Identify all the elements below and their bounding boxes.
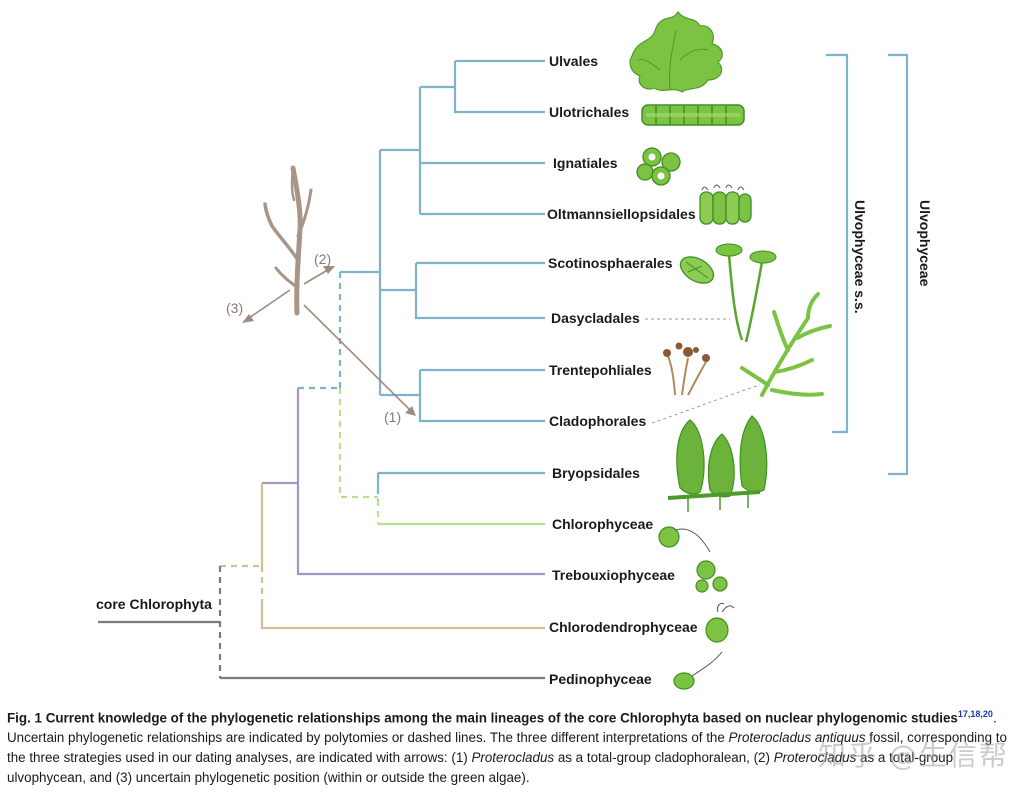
caption-genus-1: Proterocladus antiquus: [728, 730, 866, 746]
trebouxiophyceae-branches: [262, 388, 545, 576]
figure-caption: Fig. 1 Current knowledge of the phylogen…: [7, 704, 1022, 788]
taxon-label-bryopsidales: Bryopsidales: [552, 465, 640, 481]
taxon-label-chlorodendrophyceae: Chlorodendrophyceae: [549, 619, 698, 635]
caption-genus-3: Proterocladus: [773, 750, 857, 766]
proterocladus-fossil-illustration: [263, 165, 313, 316]
phylogeny-tree: Ulvales Ulotrichales Ignatiales Oltmanns…: [96, 10, 933, 690]
taxon-label-scotinosphaerales: Scotinosphaerales: [548, 255, 673, 271]
chlorophyceae-illustration: [658, 526, 711, 553]
pedinophyceae-branches: [98, 620, 545, 680]
arrow-label-3: (3): [226, 300, 243, 316]
bracket-label-ulvophyceae-ss: Ulvophyceae s.s.: [852, 200, 868, 314]
root-label: core Chlorophyta: [96, 596, 212, 612]
chlorodendrophyceae-dashed: [220, 564, 264, 600]
illustration-guides: [645, 318, 761, 424]
arrow-label-2: (2): [314, 251, 331, 267]
bracket-label-ulvophyceae: Ulvophyceae: [917, 200, 933, 287]
chlorodendrophyceae-illustration: [705, 603, 735, 643]
chlorodendrophyceae-branches: [260, 483, 545, 630]
ulvales-illustration: [629, 10, 723, 93]
taxon-label-pedinophyceae: Pedinophyceae: [549, 671, 652, 687]
caption-references: 17,18,20: [957, 709, 993, 719]
taxon-label-trentepohliales: Trentepohliales: [549, 362, 652, 378]
oltmannsiellopsidales-illustration: [699, 184, 752, 225]
caption-part1: . Uncertain phylogenetic relationships a…: [7, 710, 997, 746]
bryopsidales-illustration: [667, 415, 768, 512]
bracket-ulvophyceae: [888, 53, 909, 476]
taxon-label-oltmannsiellopsidales: Oltmannsiellopsidales: [547, 206, 696, 222]
taxon-label-cladophorales: Cladophorales: [549, 413, 646, 429]
scotinosphaerales-illustration: [679, 256, 715, 284]
ulotrichales-illustration: [641, 104, 745, 126]
taxon-label-trebouxiophyceae: Trebouxiophyceae: [552, 567, 675, 583]
caption-title: Fig. 1 Current knowledge of the phylogen…: [7, 710, 958, 726]
caption-part3: as a total-group cladophoralean, (2): [554, 750, 774, 766]
ignatiales-illustration: [636, 147, 681, 186]
watermark: 知乎 @生信帮: [818, 739, 1009, 772]
pedinophyceae-illustration: [673, 651, 723, 690]
cladophorales-illustration: [740, 292, 832, 397]
caption-part2: fossil, corresponding to the three strat…: [7, 730, 1007, 766]
arrow-head-2: [323, 266, 335, 274]
ulvophyceae-branches: [340, 59, 545, 488]
trebouxiophyceae-illustration: [695, 560, 728, 593]
caption-part4: as a total-group ulvophycean, and (3) un…: [7, 750, 954, 786]
ulvophyceae-dashed: [298, 272, 380, 500]
taxon-label-ulvales: Ulvales: [549, 53, 598, 69]
chlorophyceae-dashed: [338, 388, 380, 524]
arrow-head-1: [405, 406, 416, 416]
taxon-label-ulotrichales: Ulotrichales: [549, 104, 629, 120]
arrow-label-1: (1): [384, 409, 401, 425]
caption-genus-2: Proterocladus: [471, 750, 555, 766]
trentepohliales-illustration: [663, 342, 710, 396]
taxon-label-chlorophyceae: Chlorophyceae: [552, 516, 653, 532]
bracket-ulvophyceae-ss: [826, 53, 849, 434]
arrow-head-3: [242, 314, 254, 323]
taxon-label-ignatiales: Ignatiales: [553, 155, 618, 171]
taxon-label-dasycladales: Dasycladales: [551, 310, 640, 326]
dasycladales-illustration: [715, 243, 777, 343]
